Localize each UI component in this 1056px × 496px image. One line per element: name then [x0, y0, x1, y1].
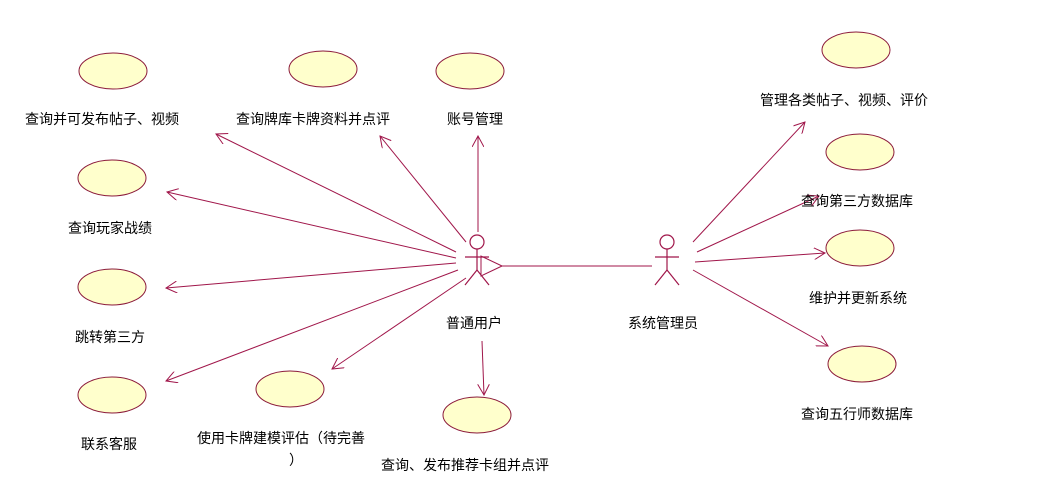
label-records: 查询玩家战绩 [68, 220, 152, 237]
use-case-records [77, 159, 147, 197]
user-associations [166, 134, 484, 395]
admin-associations [692, 122, 828, 346]
use-case-modeling [255, 370, 325, 408]
label-third-party: 跳转第三方 [75, 329, 145, 346]
use-case-decks [442, 396, 512, 434]
label-third-db: 查询第三方数据库 [801, 193, 913, 210]
label-modeling-line1: 使用卡牌建模评估（待完善 [197, 430, 365, 447]
actor-user [464, 234, 490, 286]
label-decks: 查询、发布推荐卡组并点评 [381, 458, 549, 474]
assoc-user-third-party [166, 262, 457, 288]
label-cards: 查询牌库卡牌资料并点评 [236, 111, 390, 128]
use-case-wuxing-db [827, 345, 897, 383]
use-case-account [435, 52, 505, 90]
assoc-user-cards [380, 136, 467, 243]
use-case-support [77, 376, 147, 414]
use-case-third-party [77, 268, 147, 306]
label-support: 联系客服 [81, 436, 137, 453]
use-case-third-db [825, 133, 895, 171]
label-modeling-line2: ） [289, 453, 303, 469]
assoc-admin-manage-posts [692, 122, 805, 243]
use-case-cards [288, 50, 358, 88]
assoc-user-support [166, 269, 459, 381]
assoc-admin-maintain [694, 253, 825, 263]
assoc-admin-third-db [696, 196, 819, 253]
label-actor-admin: 系统管理员 [628, 316, 698, 332]
assoc-user-posts [216, 134, 457, 253]
label-wuxing-db: 查询五行师数据库 [801, 407, 913, 423]
use-case-maintain [825, 229, 895, 267]
label-maintain: 维护并更新系统 [809, 291, 907, 307]
actor-admin [654, 234, 680, 286]
use-case-manage-posts [821, 31, 891, 69]
use-case-posts [78, 52, 148, 90]
label-manage-posts: 管理各类帖子、视频、评价 [760, 93, 928, 109]
assoc-user-modeling [332, 277, 467, 369]
assoc-user-records [167, 192, 457, 259]
label-posts: 查询并可发布帖子、视频 [25, 112, 179, 128]
assoc-user-decks [482, 340, 484, 395]
label-actor-user: 普通用户 [446, 315, 502, 332]
label-account: 账号管理 [447, 112, 503, 128]
assoc-admin-wuxing-db [692, 269, 828, 346]
